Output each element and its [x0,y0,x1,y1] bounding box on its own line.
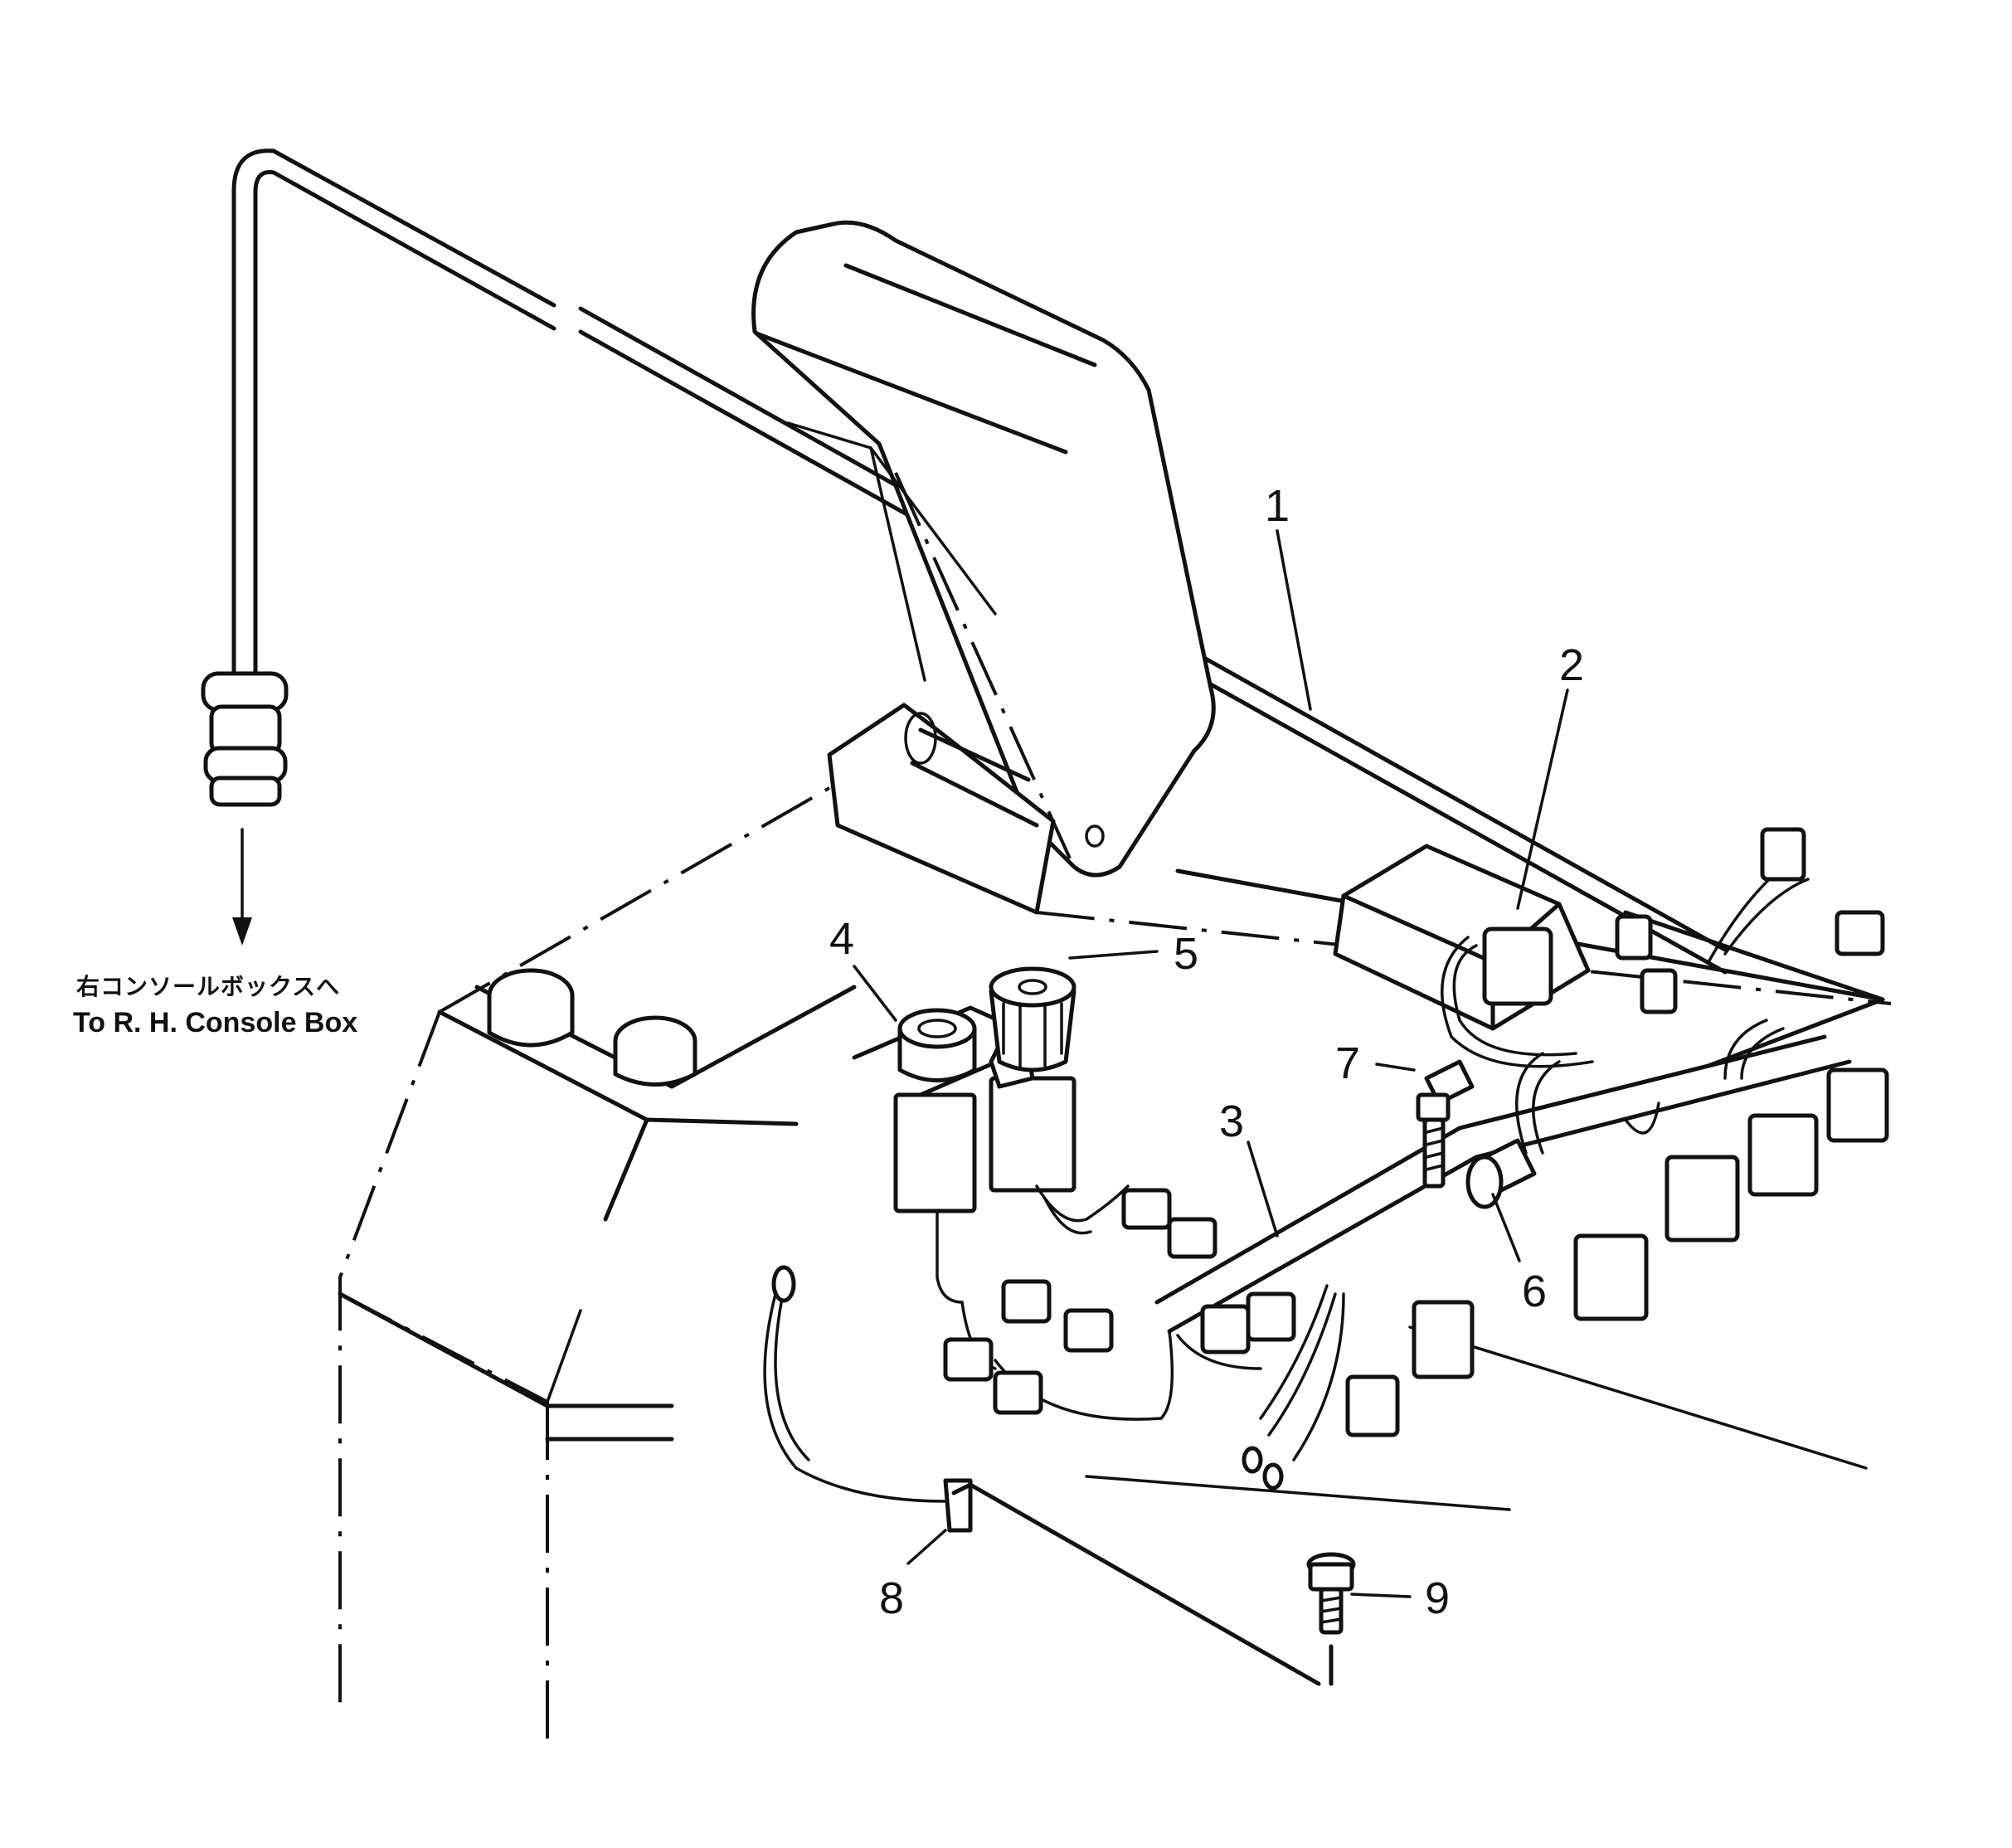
destination-note-english: To R. H. Console Box [73,1007,358,1038]
leader-lines [853,529,1569,1598]
destination-note-japanese: 右コンソールボックスへ [76,974,341,999]
callout-5: 5 [1174,929,1198,979]
console-box [338,786,1892,1750]
callout-7: 7 [1335,1038,1360,1088]
bolt-9 [1306,1552,1356,1686]
callout-3: 3 [1219,1097,1244,1146]
arrow-down-icon [232,828,252,946]
seat-backrest [751,220,1216,878]
callout-2: 2 [1559,640,1584,690]
callout-6: 6 [1522,1267,1547,1316]
harness-sleeve [1465,1138,1537,1209]
bolt-7 [1416,1059,1475,1189]
control-unit [1333,844,1594,1068]
clip-8 [943,1478,1321,1686]
switch-5 [989,966,1076,1193]
grommet-connector [201,671,289,807]
callout-9: 9 [1425,1573,1450,1623]
switch-4 [852,1005,1047,1213]
connectors [943,827,1889,1437]
seat-bracket [827,703,1056,915]
lead-wire [763,1265,1284,1503]
callout-1: 1 [1265,481,1290,531]
callout-4: 4 [829,914,854,964]
callout-8: 8 [879,1573,904,1623]
callouts: 1 2 3 4 5 6 7 8 9 [829,481,1584,1623]
